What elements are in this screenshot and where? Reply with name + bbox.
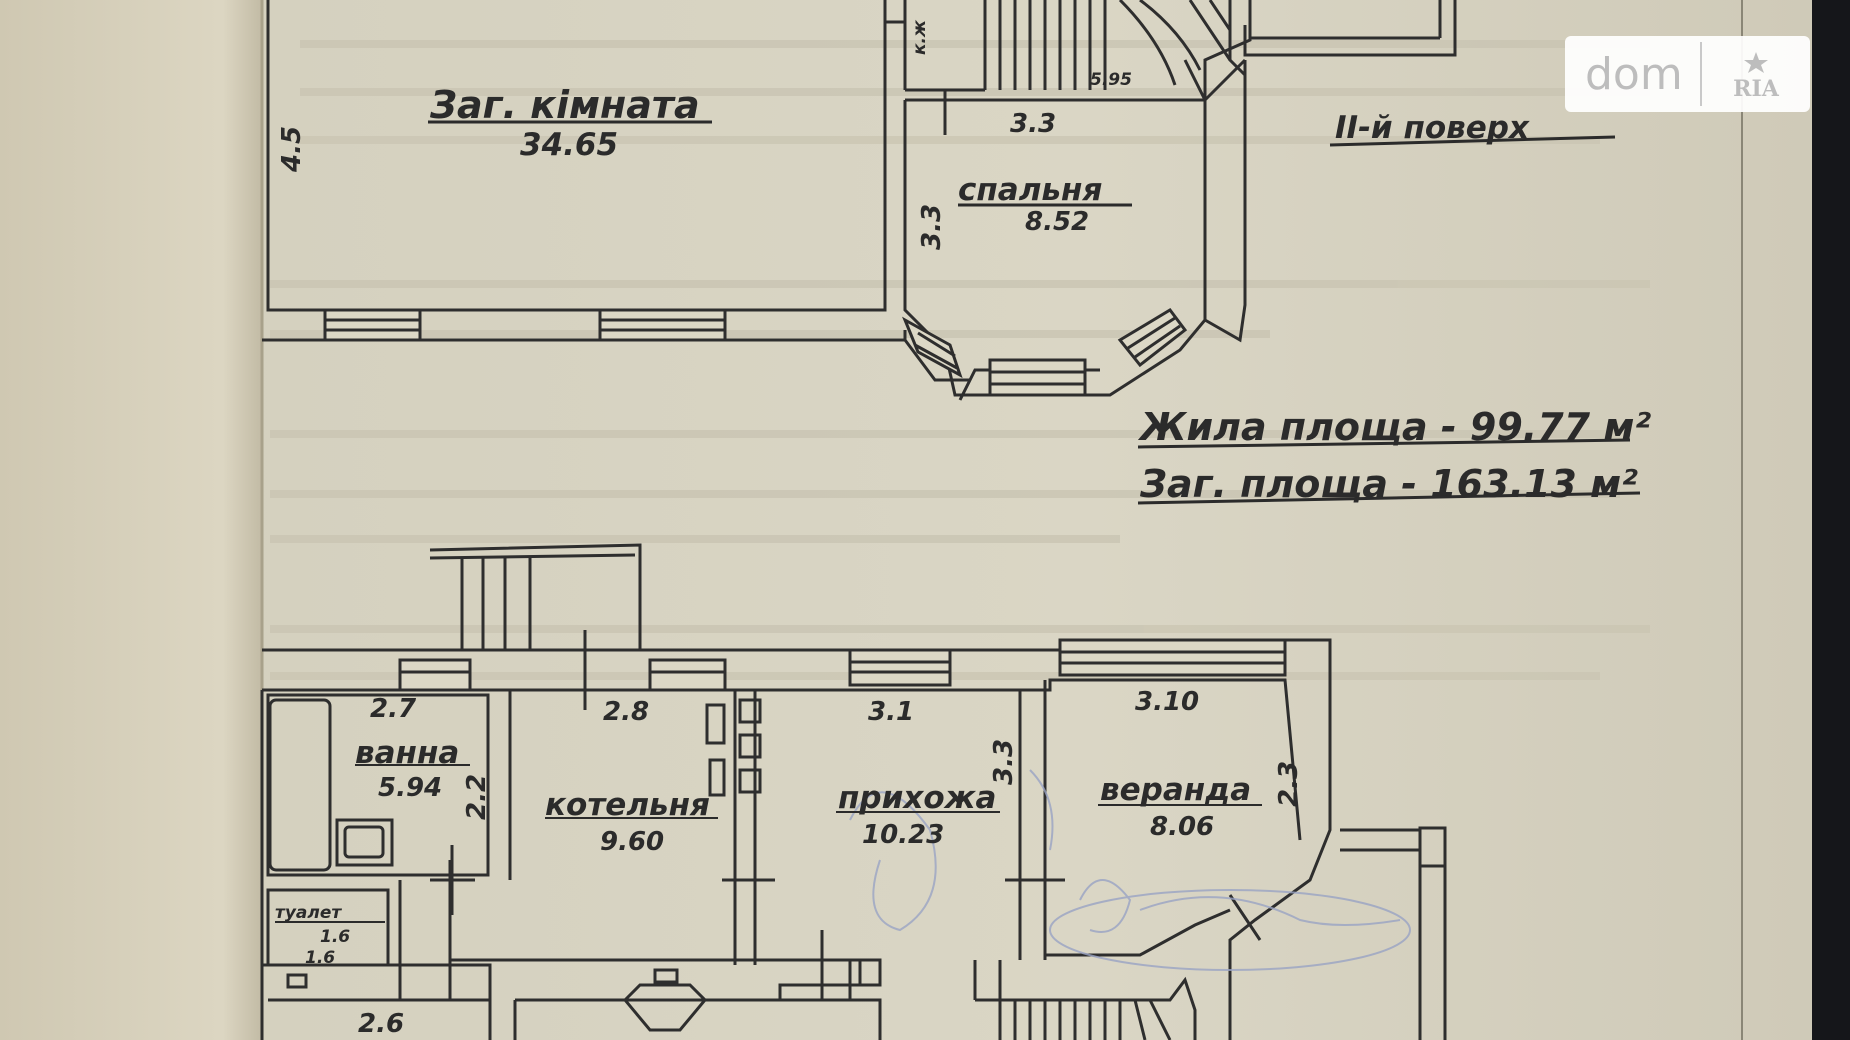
upper-floor-plan [262, 0, 1457, 401]
watermark-dom-text: dom [1585, 48, 1683, 100]
veranda-area: 8.06 [1150, 812, 1214, 842]
bedroom-dimension-top: 3.3 [1010, 109, 1056, 139]
svg-text:RIA: RIA [1733, 76, 1780, 102]
ria-logo-icon: RIA [1702, 36, 1810, 112]
bedroom-area: 8.52 [1025, 207, 1089, 237]
hallway-name: прихожа [838, 780, 996, 816]
watermark-separator [1699, 42, 1702, 106]
hallway-dimension: 3.1 [868, 697, 914, 727]
bathroom-dimension-side: 2.2 [462, 774, 492, 820]
floor-label-underline [1329, 135, 1616, 147]
veranda-dimension: 3.10 [1135, 687, 1199, 717]
paper-sheet-left [0, 0, 262, 1040]
stair-label-kzh: к.ж [910, 19, 930, 55]
upper-room-1-dimension: 4.5 [277, 126, 307, 173]
veranda-name: веранда [1100, 772, 1251, 808]
dom-ria-watermark: dom RIA [1565, 36, 1810, 112]
toilet-dimension: 1.6 [320, 927, 350, 947]
bottom-dimension: 2.6 [358, 1009, 404, 1039]
hallway-area: 10.23 [862, 820, 944, 850]
living-area-underline [1137, 438, 1631, 449]
boiler-area: 9.60 [600, 827, 664, 857]
upper-room-1-name: Заг. кімната [429, 83, 700, 127]
bathroom-area: 5.94 [378, 773, 442, 803]
stair-label-dimension: 5.95 [1090, 70, 1132, 90]
toilet-name: туалет [275, 903, 342, 923]
boiler-dimension: 2.8 [603, 697, 649, 727]
total-area-underline [1137, 491, 1641, 505]
ground-floor-plan [260, 543, 1447, 1040]
veranda-dimension-side: 2.3 [1274, 761, 1304, 807]
bathroom-dimension: 2.7 [370, 694, 417, 724]
bedroom-name: спальня [958, 172, 1102, 208]
toilet-area: 1.6 [305, 948, 335, 968]
bedroom-dimension-side: 3.3 [917, 204, 947, 250]
upper-room-1-area: 34.65 [520, 127, 618, 163]
signature-stamp [849, 769, 1411, 971]
hallway-dimension-side: 3.3 [989, 739, 1019, 785]
